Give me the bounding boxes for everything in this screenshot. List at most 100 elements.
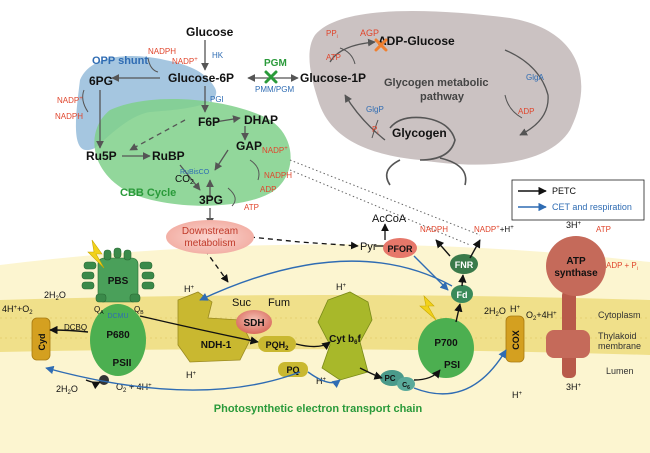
f6p-label: F6P xyxy=(198,115,220,129)
cofactor-labels: NADPH NADP+ NADP+ NADPH NADP+ NADPH ADP … xyxy=(55,29,638,272)
dotted-links xyxy=(289,159,481,246)
g1p-label: Glucose-1P xyxy=(300,71,366,85)
pi-glgp: Pi xyxy=(372,125,378,136)
cytb6f-label: Cyt b6f xyxy=(329,334,361,346)
adp-glga: ADP xyxy=(518,107,534,116)
nadph-opp-1: NADPH xyxy=(148,47,176,56)
downstream-label-1: Downstream xyxy=(182,226,238,237)
p680-label: P680 xyxy=(106,330,130,341)
metabolite-labels: Glucose Glucose-6P Glucose-1P ADP-Glucos… xyxy=(86,25,455,309)
atp-synthase-complex xyxy=(546,236,606,378)
glgp-label: GlgP xyxy=(366,105,384,114)
qa-label: QA xyxy=(94,305,104,316)
ndh1-label: NDH-1 xyxy=(201,340,232,351)
pq-label: PQ xyxy=(286,365,299,375)
atp-synthase-out: ATP xyxy=(596,225,611,234)
o2-4h-cox: O2+4H+ xyxy=(526,310,557,322)
thylakoid-label-2: membrane xyxy=(598,341,641,351)
fd-label: Fd xyxy=(457,290,468,300)
cyd-label: Cyd xyxy=(37,333,47,350)
nadp-opp-2: NADP+ xyxy=(57,96,83,105)
nadph-cbb: NADPH xyxy=(264,171,292,180)
pyr-label: Pyr xyxy=(360,241,377,253)
two-h2o-cox: 2H2O xyxy=(484,306,506,318)
glycogen-pathway-title-1: Glycogen metabolic xyxy=(384,77,489,89)
light-bolt-psi-icon xyxy=(419,295,437,321)
lumen-label: Lumen xyxy=(606,366,634,376)
nadp-fnr: NADP++H+ xyxy=(474,225,514,234)
sdh-label: SDH xyxy=(243,318,264,329)
pgi-label: PGI xyxy=(210,95,224,104)
psi-label: PSI xyxy=(444,360,460,371)
qb-label: QB xyxy=(134,305,144,316)
legend-petc: PETC xyxy=(552,186,577,196)
pfor-label: PFOR xyxy=(387,244,413,254)
rubp-label: RuBP xyxy=(152,149,185,163)
dcbq-label: DCBQ xyxy=(64,323,87,332)
nadph-fnr: NADPH xyxy=(420,225,448,234)
pqh2-label: PQH2 xyxy=(266,340,290,352)
pgm-knockout-icon xyxy=(264,70,278,84)
6pg-label: 6PG xyxy=(89,74,113,88)
fum-label: Fum xyxy=(268,297,290,309)
h-ndh-top: H+ xyxy=(184,284,195,294)
cox-complex xyxy=(505,315,525,363)
agp-label: AGP xyxy=(360,28,379,38)
pbs-antenna xyxy=(81,247,155,303)
atp-synthase-label-2: synthase xyxy=(554,268,598,279)
suc-label: Suc xyxy=(232,297,251,309)
ru5p-label: Ru5P xyxy=(86,149,117,163)
h-ndh-bottom: H+ xyxy=(186,370,197,380)
cet-arrows xyxy=(45,255,507,395)
petc-title: Photosynthetic electron transport chain xyxy=(214,403,423,415)
pmm-pgm-label: PMM/PGM xyxy=(255,85,294,94)
cbb-cycle-title: CBB Cycle xyxy=(120,187,176,199)
gap-label: GAP xyxy=(236,139,262,153)
adp-pi-synthase: ADP + Pi xyxy=(606,261,638,272)
cytoplasm-label: Cytoplasm xyxy=(598,310,641,320)
h-cox-bottom: H+ xyxy=(512,390,523,400)
psii-label: PSII xyxy=(113,358,132,369)
downstream-metabolism-node xyxy=(166,220,254,254)
dcmu-label: DCMU xyxy=(108,313,129,320)
nadp-cbb: NADP+ xyxy=(262,146,288,155)
psi-complex xyxy=(418,318,474,378)
petc-arrows xyxy=(49,239,481,390)
pc-label: PC xyxy=(384,374,395,383)
h-cyt-top: H+ xyxy=(336,282,347,292)
cyd-complex xyxy=(31,317,51,361)
pq-pool xyxy=(278,362,308,377)
dhap-label: DHAP xyxy=(244,113,278,127)
fd-carrier xyxy=(451,285,473,303)
pqh2-pool xyxy=(258,336,296,352)
pbs-label: PBS xyxy=(108,276,129,287)
three-h-synthase-top: 3H+ xyxy=(566,220,582,230)
g6p-label: Glucose-6P xyxy=(168,71,234,85)
glycogen-pathway-title-2: pathway xyxy=(420,91,465,103)
h-cyt-bottom: H+ xyxy=(316,376,327,386)
glga-label: GlgA xyxy=(526,73,544,82)
nadp-opp-1: NADP+ xyxy=(172,57,198,66)
four-h-o2-cyd: 4H++O2 xyxy=(2,304,33,316)
legend-cet: CET and respiration xyxy=(552,202,632,212)
cc-label: C6 xyxy=(402,382,410,391)
cox-label: COX xyxy=(511,330,521,350)
glucose-label: Glucose xyxy=(186,25,234,39)
atp-cbb: ATP xyxy=(244,203,259,212)
legend: PETC CET and respiration xyxy=(511,179,645,221)
pgm-label: PGM xyxy=(264,58,287,69)
agp-knockout-icon xyxy=(374,38,388,52)
adp-cbb: ADP xyxy=(260,185,276,194)
two-h2o-cyd: 2H2O xyxy=(44,290,66,302)
opp-shunt-title: OPP shunt xyxy=(92,55,148,67)
sdh-complex xyxy=(236,310,272,334)
nadph-opp-2: NADPH xyxy=(55,112,83,121)
cc-carrier xyxy=(397,377,415,391)
light-bolt-psii-icon xyxy=(87,239,105,269)
glycogen-label: Glycogen xyxy=(392,126,447,140)
cofactor-arcs xyxy=(82,47,523,207)
fnr-enzyme xyxy=(450,254,478,274)
cbb-region xyxy=(94,99,291,206)
rubisco-label: RuBisCO xyxy=(180,169,210,176)
